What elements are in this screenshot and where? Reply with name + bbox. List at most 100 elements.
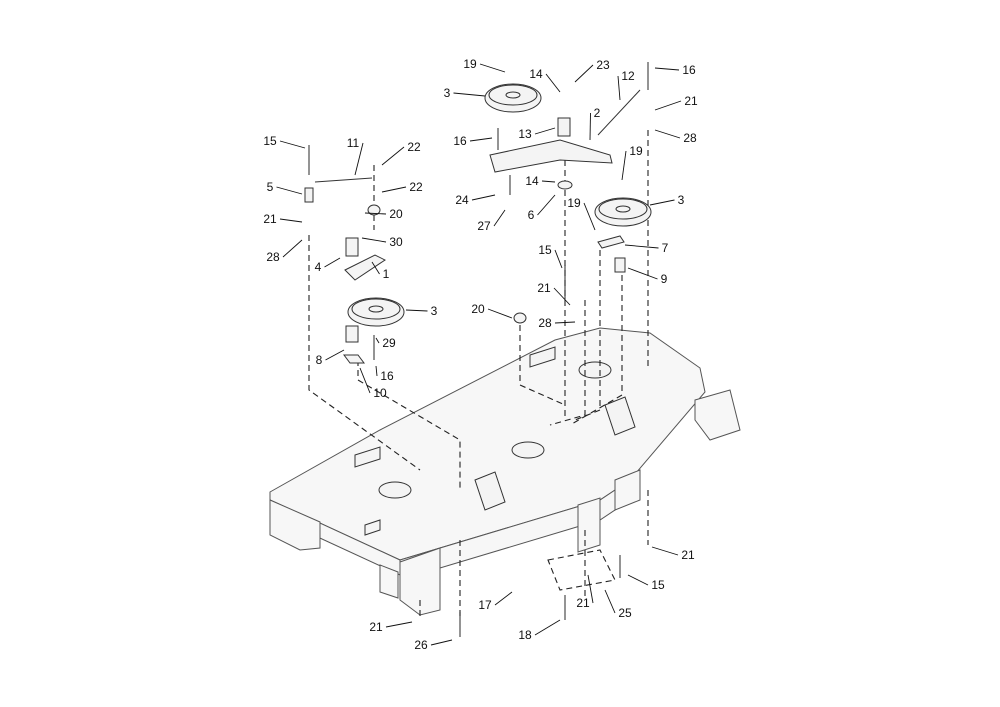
callout-label: 16 <box>453 134 467 148</box>
callout-label: 23 <box>596 58 610 72</box>
leader-line <box>604 589 616 614</box>
callout-label: 14 <box>529 67 543 81</box>
leader-line <box>324 257 341 268</box>
leader-line <box>617 75 621 101</box>
callout-label: 1 <box>383 267 390 281</box>
callout-label: 10 <box>373 386 387 400</box>
callout-label: 24 <box>455 193 469 207</box>
callout-label: 11 <box>347 136 360 150</box>
idler-arm <box>489 139 613 173</box>
spring-11 <box>314 177 373 183</box>
leader-line <box>654 67 680 71</box>
callout-label: 28 <box>266 250 280 264</box>
callout-label: 28 <box>683 131 697 145</box>
callout-label: 19 <box>567 196 581 210</box>
leader-line <box>654 129 681 139</box>
leader-line <box>381 186 407 193</box>
leader-line <box>649 199 675 206</box>
callout-label: 12 <box>621 69 635 83</box>
callout-label: 20 <box>389 207 403 221</box>
leader-line <box>479 63 506 73</box>
leader-line <box>651 546 679 556</box>
callout-label: 29 <box>382 336 396 350</box>
leader-line <box>554 249 563 269</box>
callout-label: 30 <box>389 235 403 249</box>
leader-line <box>537 194 556 216</box>
callout-label: 9 <box>661 272 668 286</box>
leader-line <box>375 365 378 377</box>
callout-label: 3 <box>444 86 451 100</box>
callout-label: 7 <box>662 241 669 255</box>
callout-label: 19 <box>629 144 643 158</box>
callout-label: 21 <box>263 212 277 226</box>
spacer-13 <box>557 117 571 137</box>
leader-line <box>494 591 513 606</box>
idler-arm-1 <box>344 254 386 281</box>
callout-label: 4 <box>315 260 322 274</box>
callout-label: 22 <box>407 140 421 154</box>
spring-12 <box>597 89 641 136</box>
leader-line <box>279 218 303 223</box>
leader-line <box>534 619 561 636</box>
callout-label: 22 <box>409 180 423 194</box>
leader-line <box>589 112 591 141</box>
pulley-left <box>347 297 405 327</box>
leader-line <box>381 146 405 166</box>
callout-label: 27 <box>477 219 491 233</box>
callout-label: 20 <box>471 302 485 316</box>
leader-line <box>627 574 649 586</box>
leader-line <box>545 73 561 93</box>
leader-line <box>624 244 659 249</box>
leader-line <box>534 127 556 135</box>
callout-label: 15 <box>263 134 277 148</box>
leader-line <box>469 137 493 142</box>
leader-line <box>371 261 380 275</box>
callout-labels: 19 14 23 12 16 3 21 22 8 1 3 16 15 11 22 19 2 25 14 24 3 20 6 1… <box>263 57 698 652</box>
leader-line <box>430 639 453 646</box>
callout-label: 16 <box>682 63 696 77</box>
leader-line <box>627 267 658 280</box>
callout-label: 14 <box>525 174 539 188</box>
leader-line <box>385 621 413 628</box>
assembly-lines <box>308 130 649 620</box>
callout-label: 21 <box>684 94 698 108</box>
leader-line <box>621 150 627 181</box>
leader-line <box>487 308 513 319</box>
callout-label: 6 <box>528 208 535 222</box>
callout-label: 2 <box>594 106 601 120</box>
callout-label: 21 <box>576 596 590 610</box>
leader-line <box>405 309 428 312</box>
callout-label: 25 <box>618 606 632 620</box>
pulley-right <box>594 197 652 227</box>
leader-line <box>553 287 571 306</box>
callout-label: 19 <box>463 57 477 71</box>
callout-label: 3 <box>431 304 438 318</box>
callout-label: 18 <box>518 628 532 642</box>
callout-label: 16 <box>380 369 394 383</box>
leader-line <box>364 212 387 215</box>
callout-label: 8 <box>316 353 323 367</box>
callout-label: 21 <box>537 281 551 295</box>
callout-label: 28 <box>538 316 552 330</box>
leader-line <box>282 239 303 258</box>
callout-label: 15 <box>538 243 552 257</box>
leader-line <box>554 321 576 324</box>
leader-line <box>574 64 594 83</box>
callout-label: 21 <box>681 548 695 562</box>
leader-line <box>654 100 682 111</box>
callout-label: 26 <box>414 638 428 652</box>
leader-line <box>541 180 556 183</box>
callout-label: 15 <box>651 578 665 592</box>
leader-line <box>279 140 306 149</box>
callout-label: 3 <box>678 193 685 207</box>
callout-label: 17 <box>478 598 492 612</box>
leader-line <box>276 186 303 195</box>
leader-line <box>375 337 380 344</box>
leader-line <box>361 237 387 243</box>
leader-line <box>583 202 596 231</box>
leader-line <box>493 209 506 227</box>
leader-line <box>325 349 345 361</box>
callout-label: 21 <box>369 620 383 634</box>
